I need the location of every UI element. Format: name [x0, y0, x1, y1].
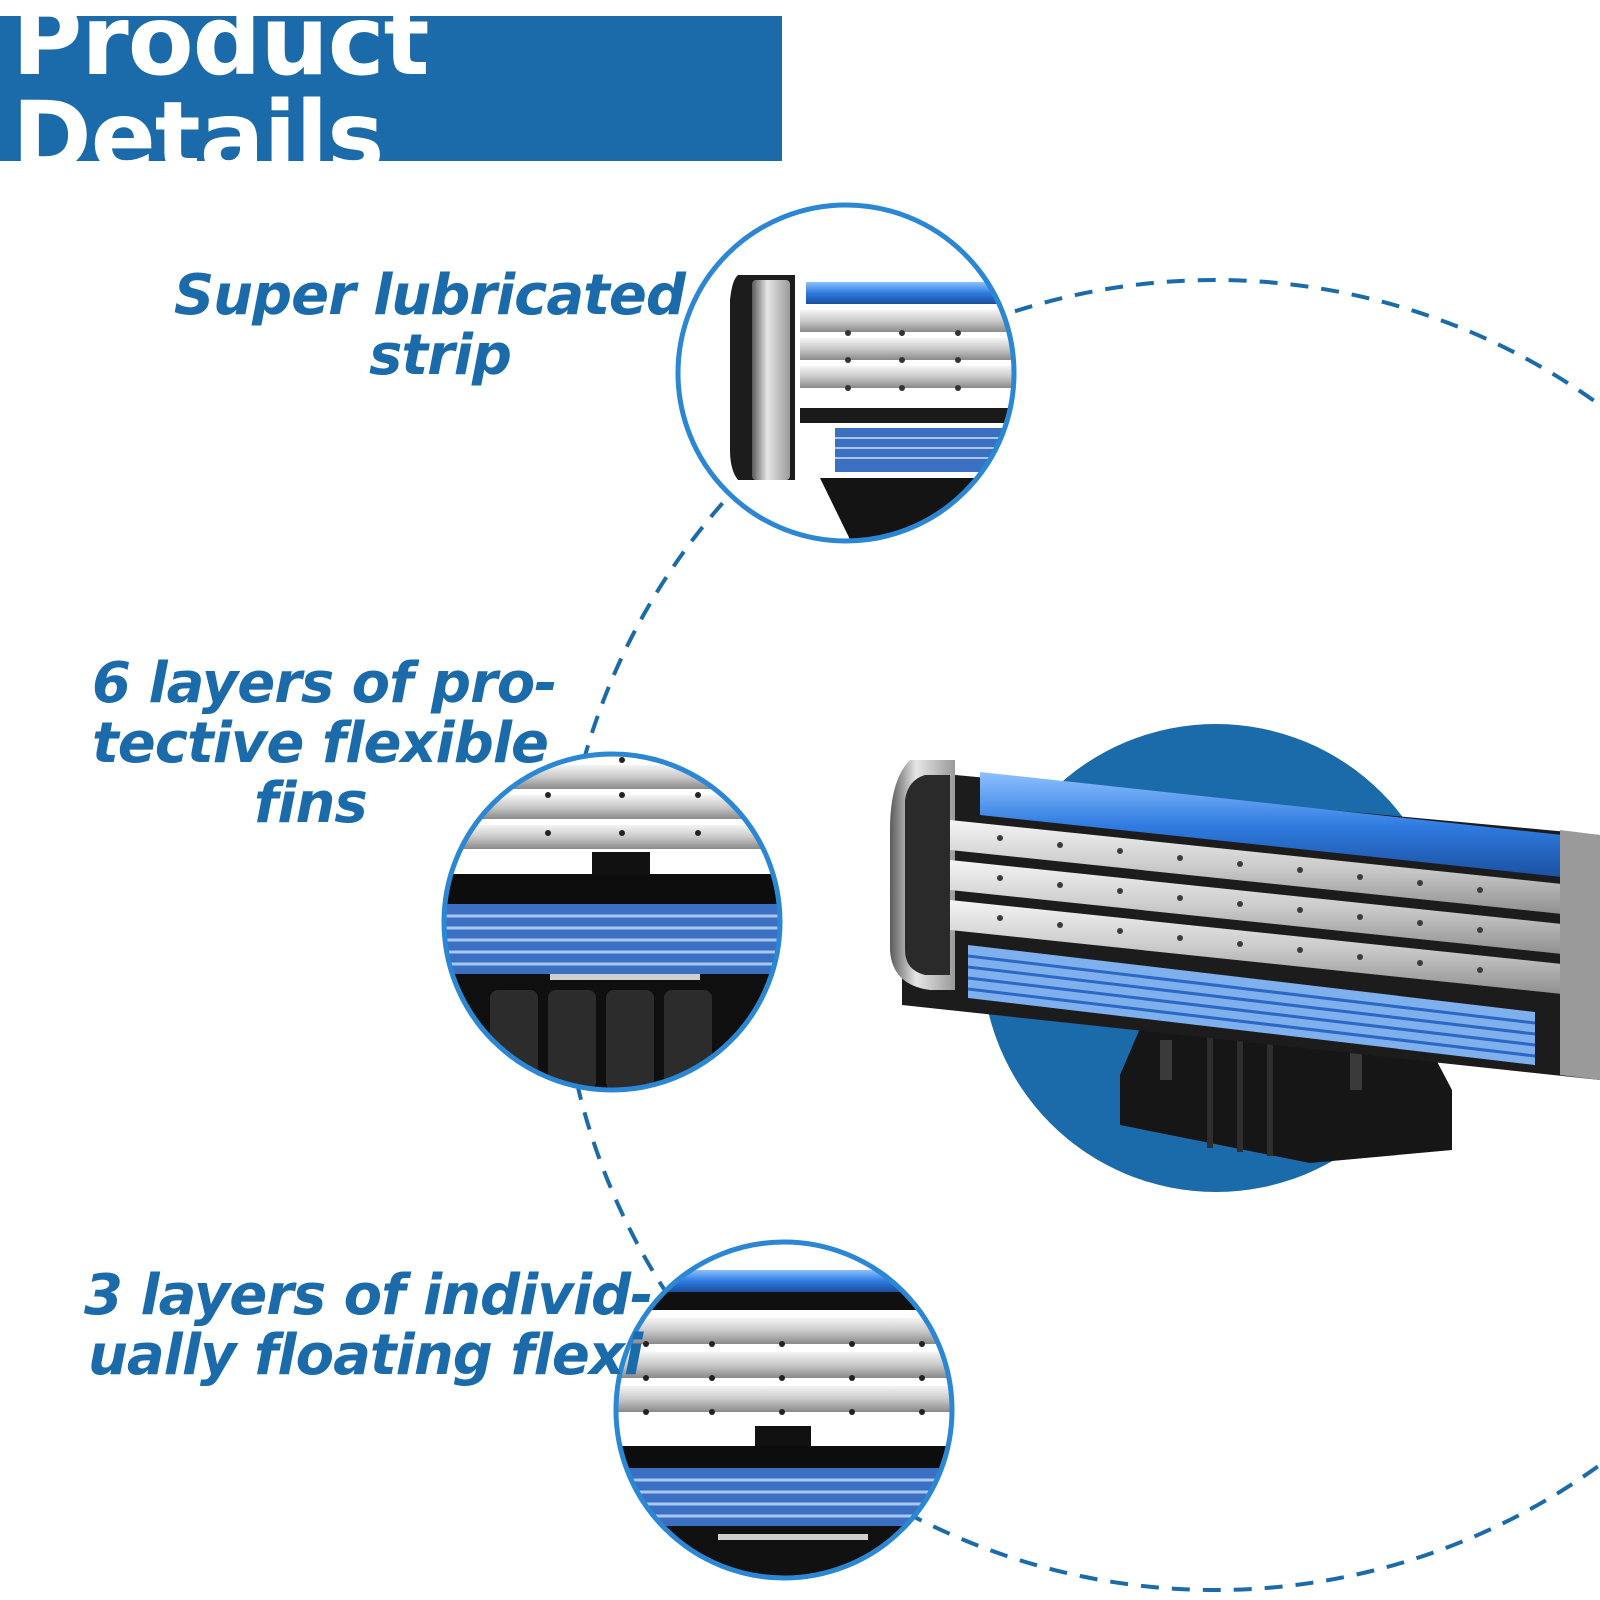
feature-label-line: strip: [369, 323, 512, 388]
feature-label-floating-blades: 3 layers of individ- ually floating flex…: [84, 1263, 653, 1388]
header-banner: Product Details: [0, 0, 782, 185]
razor-cartridge-main: [890, 760, 1600, 1163]
feature-label-lubricated-strip: Super lubricated strip: [173, 263, 686, 388]
blade-row: [950, 820, 1600, 998]
feature-label-line: 6 layers of pro-: [92, 651, 557, 716]
feature-label-protective-fins: 6 layers of pro- tective flexible fins: [92, 651, 557, 836]
detail-circle-blades: [616, 1242, 952, 1578]
feature-label-line: 3 layers of individ-: [84, 1263, 653, 1328]
feature-label-line: tective flexible: [92, 711, 549, 776]
feature-label-line: ually floating flexi: [88, 1323, 643, 1388]
feature-label-line: fins: [254, 771, 368, 836]
feature-label-line: Super lubricated: [173, 263, 686, 328]
page-title: Product Details: [12, 0, 430, 193]
